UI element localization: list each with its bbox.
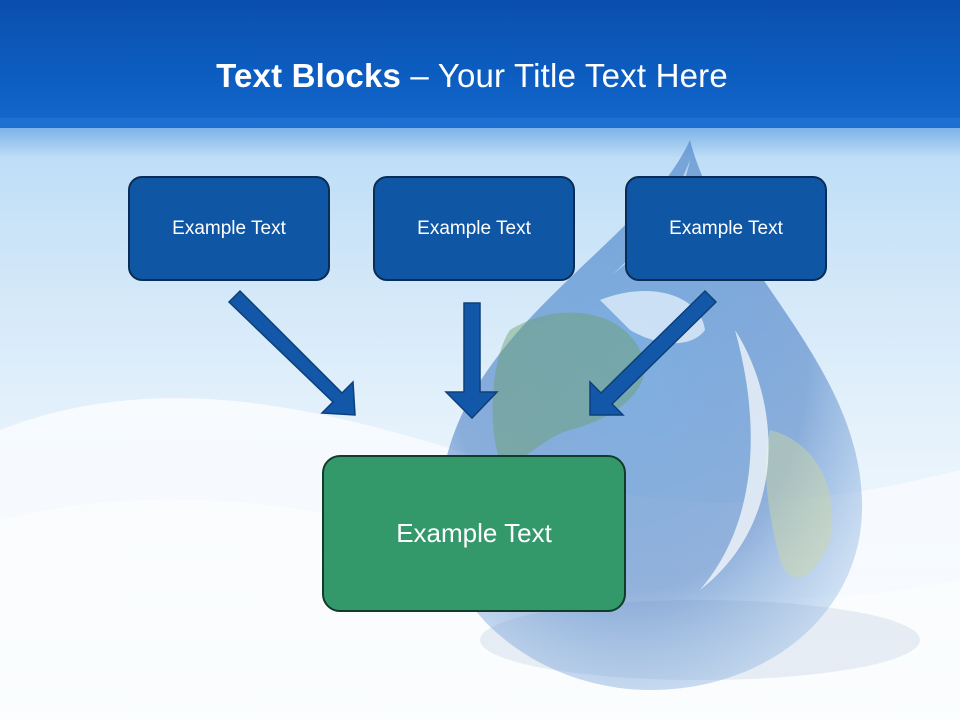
text-block-center[interactable]: Example Text xyxy=(373,176,575,281)
text-block-right[interactable]: Example Text xyxy=(625,176,827,281)
text-block-center-label: Example Text xyxy=(417,217,531,239)
slide-title-rest: – Your Title Text Here xyxy=(401,57,728,94)
text-block-result-label: Example Text xyxy=(396,518,552,548)
text-block-left[interactable]: Example Text xyxy=(128,176,330,281)
text-block-left-label: Example Text xyxy=(172,217,286,239)
title-banner xyxy=(0,0,960,128)
slide-title: Text Blocks – Your Title Text Here xyxy=(0,54,944,98)
slide-title-bold: Text Blocks xyxy=(216,57,402,94)
text-block-result[interactable]: Example Text xyxy=(322,455,626,612)
text-block-right-label: Example Text xyxy=(669,217,783,239)
title-banner-fade xyxy=(0,118,960,158)
